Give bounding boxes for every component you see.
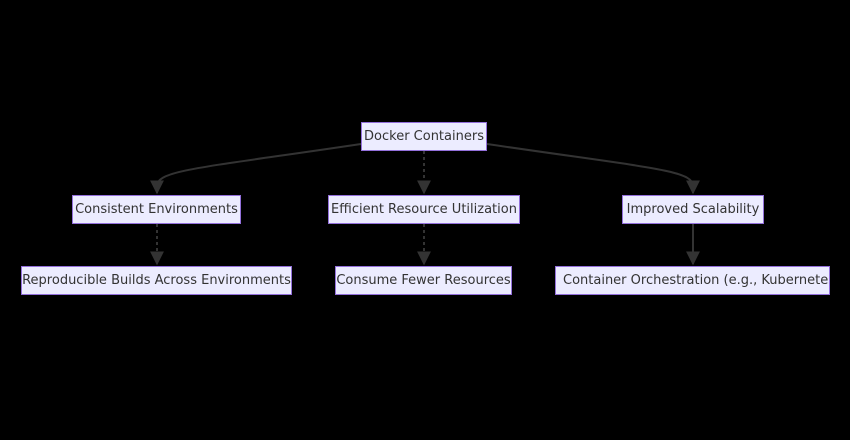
node-label: Container Orchestration (e.g., Kubernete… xyxy=(563,273,830,288)
node-label: Consistent Environments xyxy=(75,202,238,217)
node-docker-containers: Docker Containers xyxy=(361,122,487,151)
node-label: Consume Fewer Resources xyxy=(336,273,511,288)
node-label: Improved Scalability xyxy=(626,202,760,217)
node-container-orchestration: Container Orchestration (e.g., Kubernete… xyxy=(555,266,830,295)
node-label: Docker Containers xyxy=(364,129,484,144)
node-reproducible-builds: Reproducible Builds Across Environments xyxy=(21,266,292,295)
node-efficient-resource-utilization: Efficient Resource Utilization xyxy=(328,195,520,224)
node-consistent-environments: Consistent Environments xyxy=(72,195,241,224)
node-label: Efficient Resource Utilization xyxy=(331,202,517,217)
edge-root-to-consistent xyxy=(150,143,362,195)
node-consume-fewer-resources: Consume Fewer Resources xyxy=(335,266,512,295)
node-improved-scalability: Improved Scalability xyxy=(622,195,764,224)
node-label: Reproducible Builds Across Environments xyxy=(22,273,291,288)
edge-root-to-scalability xyxy=(486,143,700,195)
